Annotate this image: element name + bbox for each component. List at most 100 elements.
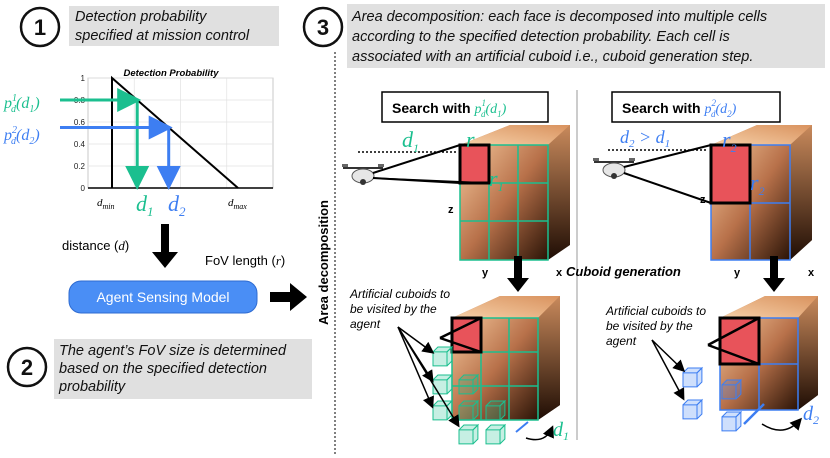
cuboid-generation-label: Cuboid generation [566,264,681,279]
step2-caption-line2: based on the specified detection [59,361,267,377]
step3-caption-box [347,4,825,68]
artificial-cuboid [458,423,480,445]
right-drone-icon [593,158,635,179]
artificial-cuboid [682,398,704,420]
chart-y-tick-label: 0 [81,184,86,193]
artificial-cuboid [458,399,480,421]
step1-group: 1 Detection probability specified at mis… [19,6,279,48]
right-bottom-cube [707,296,818,411]
right-bottom-gap-marker [743,403,765,425]
step1-caption-line1: Detection probability [75,9,207,25]
step3-caption-line1: Area decomposition: each face is decompo… [351,9,767,25]
chart-title: Detection Probability [123,68,219,79]
agent-sensing-model-button[interactable] [68,280,258,314]
artificial-cuboid [432,373,454,395]
left-artificial-line2: be visited by the [350,302,437,316]
chart-y-tick-label: 0.2 [74,162,86,171]
right-top-fov-cell [709,143,752,205]
right-down-arrow [763,256,785,292]
left-axis-z: z [448,204,454,216]
right-axis-y: y [734,267,741,279]
right-top-cube [709,125,812,261]
step1-caption-box [69,6,279,46]
right-fov-ray2 [623,172,712,204]
chart-y-tick-label: 1 [81,74,86,83]
chart-series-line [111,75,239,189]
left-r1-label: r1 [489,166,504,194]
step2-group: 2 The agent’s FoV size is determined bas… [6,339,312,399]
step2-caption-line3: probability [58,379,126,395]
step1-caption-line2: specified at mission control [75,28,250,44]
right-arrow-to-step3 [270,283,307,311]
left-bottom-d1-label: d1 [553,419,569,443]
artificial-cuboid [458,373,480,395]
step3-badge [302,6,344,48]
xlabel-d2: d2 [168,191,186,219]
step3-number: 3 [317,15,329,40]
distance-label: distance (d) [62,238,129,253]
artificial-cuboid [485,423,507,445]
left-down-arrow [507,256,529,292]
left-artificial-line1: Artificial cuboids to [349,287,450,301]
left-fov-ray1 [372,144,461,174]
chart-y-tick-label: 0.6 [74,118,86,127]
right-r2-label: r2 [750,170,765,198]
artificial-cuboid [721,410,743,432]
left-fov-ray3 [372,177,490,184]
left-axis-y: y [482,267,489,279]
right-artificial-line3: agent [606,334,637,348]
chart-y-ticks: 00.20.40.60.81 [74,74,86,193]
artificial-cuboid [432,345,454,367]
left-drone-icon [342,164,384,185]
left-top-cube [458,125,570,261]
area-decomposition-label: Area decomposition [316,200,331,325]
step2-number: 2 [21,355,33,380]
right-artificial-line1: Artificial cuboids to [605,304,706,318]
step3-group: 3 Area decomposition: each face is decom… [302,4,825,68]
right-artificial-cuboids [682,366,743,432]
chart-y-tick-label: 0.4 [74,140,86,149]
left-bottom-curve-arrow [525,425,554,441]
right-artificial-line2: be visited by the [606,319,693,333]
xlabel-d1: d1 [136,191,154,219]
right-axis-x: x [808,267,815,279]
step3-caption-line3: associated with an artificial cuboid i.e… [352,49,753,65]
left-r-label-top: r [466,127,475,152]
right-pointer-arrows [651,339,686,401]
left-artificial-cuboids [432,345,507,445]
search2-header [611,91,781,123]
right-bottom-curve-arrow [761,417,802,431]
left-bottom-cube [439,296,560,421]
right-fov-ray1 [623,144,712,168]
xlabel-dmax: dmax [228,197,247,211]
fov-label: FoV length (r) [205,253,285,268]
right-d2-label: d2 > d1 [620,127,670,150]
artificial-cuboid [721,378,743,400]
left-axis-x: x [556,267,563,279]
detection-probability-chart: 00.20.40.60.81 Detection Probability dmi… [60,68,274,219]
right-r2-label-top: r2 [722,127,737,155]
right-bottom-d2-label: d2 [803,403,819,427]
search1-header [381,91,549,123]
artificial-cuboid [682,366,704,388]
flow-group: distance (d) FoV length (r) Agent Sensin… [62,224,307,314]
left-bottom-gap-marker [515,421,529,433]
left-d1-label: d1 [402,127,419,155]
step2-badge [6,346,48,388]
step1-number: 1 [34,15,46,40]
step3-caption-line2: according to the specified detection pro… [352,29,730,45]
xlabel-dmin: dmin [97,197,115,211]
artificial-cuboid [485,399,507,421]
down-arrow-to-model [152,224,178,268]
chart-annotations [60,88,181,190]
agent-sensing-model-label: Agent Sensing Model [96,289,229,305]
step2-caption-box [54,339,312,399]
step2-caption-line1: The agent’s FoV size is determined [59,343,287,359]
left-top-fov-cell [458,143,491,185]
